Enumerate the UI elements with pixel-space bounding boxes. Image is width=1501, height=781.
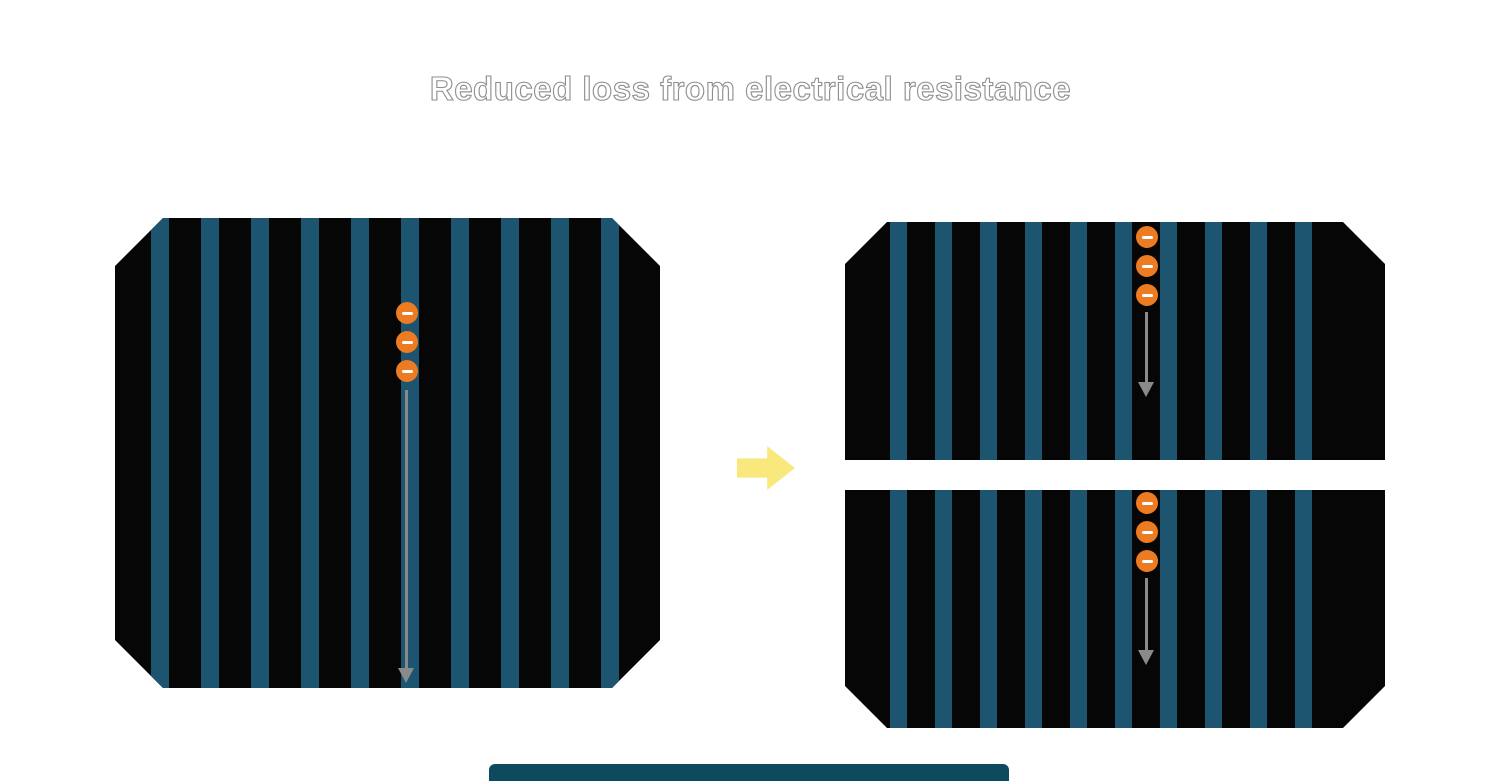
minus-icon	[402, 341, 413, 344]
minus-icon	[1142, 236, 1153, 239]
electron-icon	[1136, 492, 1158, 514]
busbar-stripes	[890, 490, 1340, 728]
electron-icon	[396, 331, 418, 353]
electron-icon	[1136, 255, 1158, 277]
electron-icon	[1136, 284, 1158, 306]
busbar-stripes	[890, 222, 1340, 460]
minus-icon	[1142, 502, 1153, 505]
electron-icon	[1136, 226, 1158, 248]
current-arrowhead-icon	[1138, 650, 1154, 665]
half-cell-bottom	[845, 490, 1385, 728]
current-flow-line	[405, 390, 408, 668]
minus-icon	[1142, 560, 1153, 563]
minus-icon	[1142, 531, 1153, 534]
current-arrowhead-icon	[1138, 382, 1154, 397]
current-flow-line	[1145, 312, 1148, 382]
current-flow-line	[1145, 578, 1148, 650]
current-arrowhead-icon	[398, 668, 414, 683]
full-solar-cell	[115, 218, 660, 688]
electron-icon	[1136, 550, 1158, 572]
electron-icon	[396, 360, 418, 382]
busbar-stripes	[151, 218, 624, 688]
transition-right-arrow-icon	[737, 446, 795, 490]
electron-icon	[396, 302, 418, 324]
electron-icon	[1136, 521, 1158, 543]
page-title: Reduced loss from electrical resistance	[429, 69, 1072, 107]
cropped-bottom-element	[489, 764, 1009, 781]
minus-icon	[1142, 265, 1153, 268]
minus-icon	[1142, 294, 1153, 297]
minus-icon	[402, 370, 413, 373]
minus-icon	[402, 312, 413, 315]
half-cell-top	[845, 222, 1385, 460]
